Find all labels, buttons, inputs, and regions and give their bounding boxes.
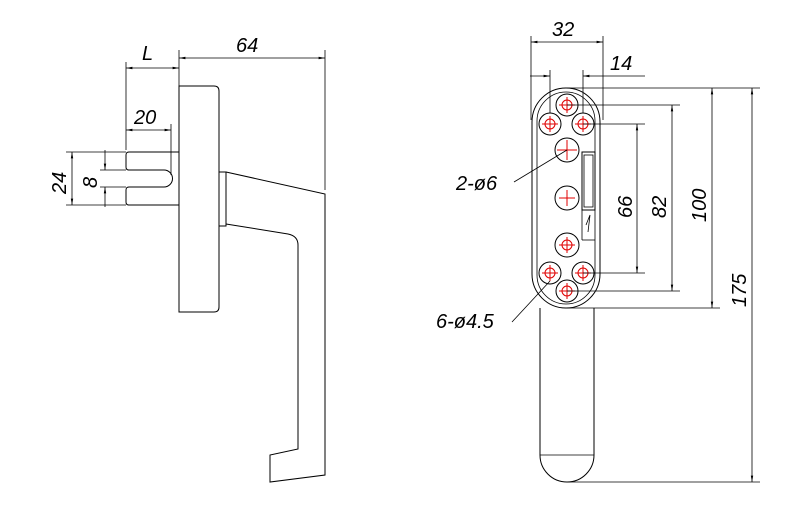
dim-32: 32 [552, 19, 574, 41]
front-view: 32 14 66 82 100 175 2-ø6 6-ø4.5 [436, 19, 760, 483]
dim-175: 175 [729, 273, 751, 307]
dim-24: 24 [49, 172, 71, 195]
spindle-hole [554, 185, 580, 211]
hole-small [538, 261, 562, 285]
lock-slot [581, 151, 596, 211]
callout-6-holes-4-5: 6-ø4.5 [436, 311, 495, 333]
spindle [125, 151, 179, 206]
neck [218, 171, 227, 227]
dim-20: 20 [133, 107, 156, 129]
mounting-holes [538, 93, 595, 303]
hole-small [538, 112, 562, 136]
dim-L: L [142, 43, 153, 65]
callout-2-holes-6: 2-ø6 [455, 173, 498, 195]
rosette-outer [531, 87, 601, 309]
dim-66: 66 [615, 195, 637, 218]
dim-100: 100 [689, 189, 711, 222]
dim-14: 14 [610, 53, 632, 75]
handle-grip [539, 308, 595, 483]
side-view: 64 L 20 24 8 [49, 35, 326, 483]
hole-large [554, 232, 580, 258]
lever [225, 171, 326, 483]
dim-82: 82 [649, 196, 671, 218]
dim-64: 64 [236, 35, 258, 57]
dim-8: 8 [80, 177, 102, 188]
mounting-plate [178, 85, 220, 313]
